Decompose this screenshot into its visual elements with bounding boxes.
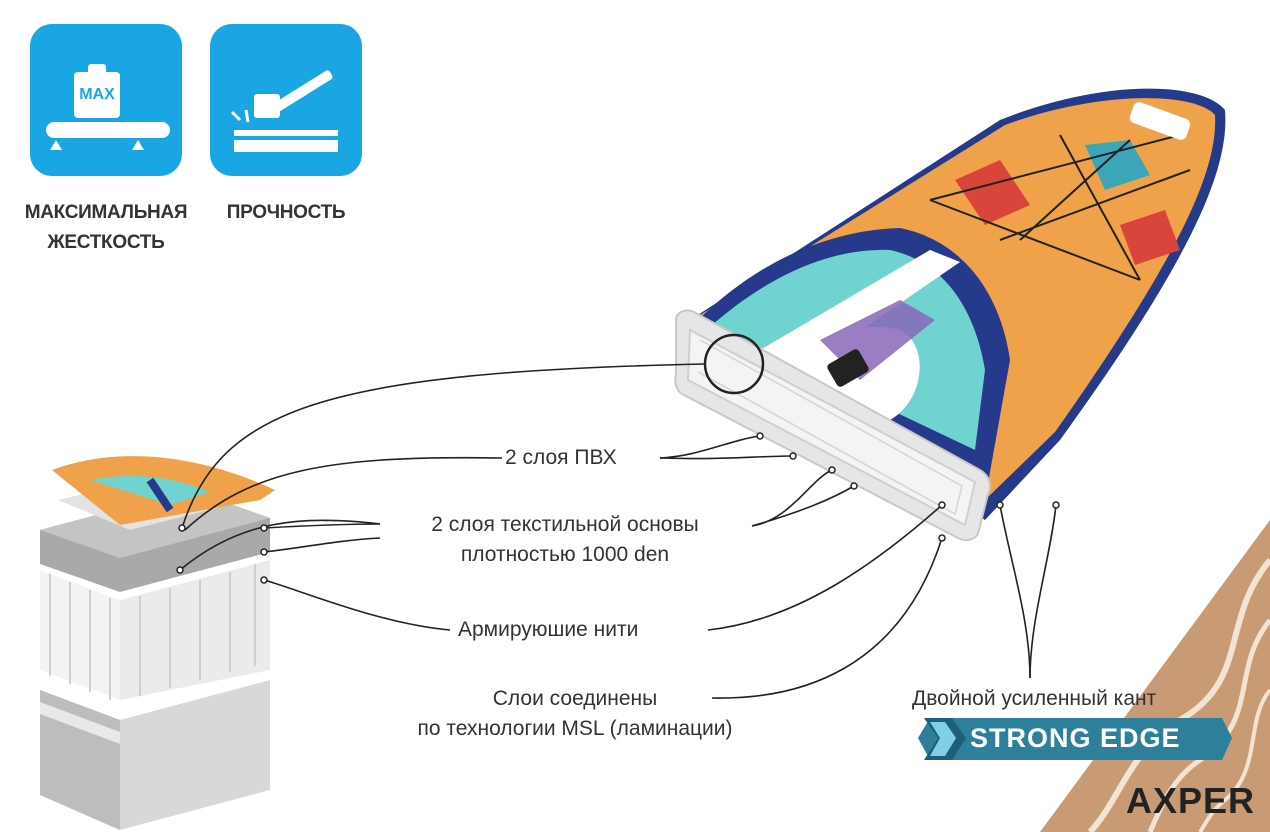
sup-board bbox=[674, 88, 1226, 542]
stiffness-label: МАКСИМАЛЬНАЯ ЖЕСТКОСТЬ bbox=[24, 202, 188, 253]
strong-edge-badge bbox=[918, 718, 1232, 760]
hammer-icon bbox=[230, 70, 338, 152]
max-weight-text: MAX bbox=[79, 86, 115, 103]
threads-label: Армируюшие нити bbox=[458, 618, 639, 641]
weight-on-board-icon bbox=[46, 64, 170, 150]
durability-tile bbox=[210, 24, 362, 176]
pvc-layers-label: 2 слоя ПВХ bbox=[505, 446, 617, 469]
strong-edge-text: STRONG EDGE bbox=[970, 723, 1181, 753]
edge-label: Двойной усиленный кант bbox=[912, 687, 1157, 710]
layers-sample bbox=[40, 456, 275, 830]
textile-layers-label: 2 слоя текстильной основы плотностью 100… bbox=[431, 513, 699, 566]
brand-logo: AXPER bbox=[1126, 780, 1256, 821]
durability-label: ПРОЧНОСТЬ bbox=[226, 202, 346, 223]
leader-dots bbox=[176, 432, 1060, 584]
leader-lines bbox=[179, 363, 1057, 699]
msl-label: Слои соединены по технологии MSL (ламина… bbox=[417, 687, 733, 740]
stiffness-tile: MAX bbox=[30, 24, 182, 176]
